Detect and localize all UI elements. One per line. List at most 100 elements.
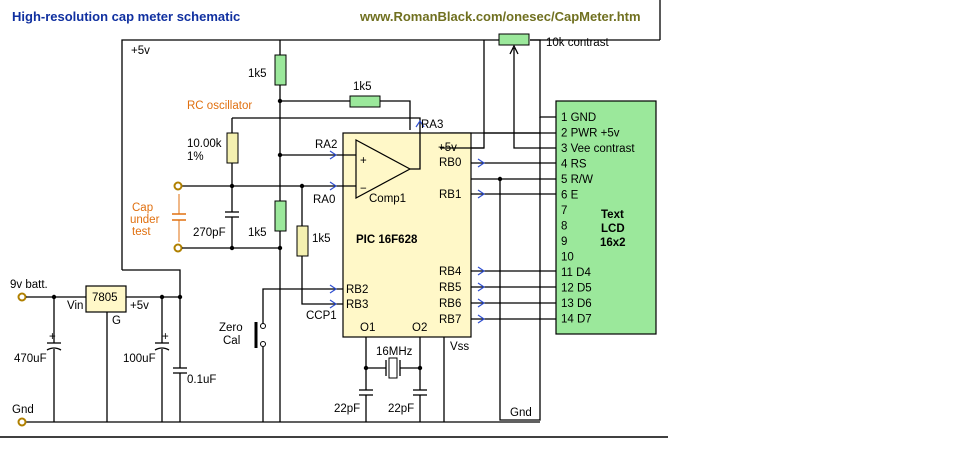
resistor-mid-label: 1k5 <box>248 227 267 239</box>
resistor-ccp <box>296 183 343 305</box>
pin-rb7: RB7 <box>439 314 461 326</box>
ra3-wire <box>232 117 421 130</box>
lcd-pin-label: 11 D4 <box>561 267 591 279</box>
resistor-top-label: 1k5 <box>248 68 267 80</box>
capacitor-470uf: + <box>46 297 62 422</box>
pin-rb0: RB0 <box>439 157 461 169</box>
comparator: + − <box>355 138 412 200</box>
regulator-out-label: +5v <box>130 300 149 312</box>
contrast-potentiometer <box>498 33 556 149</box>
svg-text:+: + <box>49 331 56 343</box>
capacitor-01uf <box>173 297 187 422</box>
pic-name: PIC 16F628 <box>356 234 418 246</box>
ccp1-label: CCP1 <box>306 310 337 322</box>
ground-label-right: Gnd <box>510 407 532 419</box>
lcd-title-2: LCD <box>601 223 625 235</box>
comp-output-wire <box>410 130 421 170</box>
resistor-mid <box>274 200 287 422</box>
zero-cal-button[interactable] <box>254 318 266 422</box>
lcd-pin-label: 12 D5 <box>561 283 592 295</box>
regulator-7805 <box>85 285 127 313</box>
capacitor-270pf-label: 270pF <box>193 227 226 239</box>
zero-cal-label-2: Cal <box>223 335 240 347</box>
test-terminal-bottom[interactable] <box>173 243 183 253</box>
capacitor-470uf-label: 470uF <box>14 353 47 365</box>
capacitor-01uf-label: 0.1uF <box>187 374 216 386</box>
pin-ra0: RA0 <box>313 194 335 206</box>
lcd-pin-label: 14 D7 <box>561 314 592 326</box>
svg-text:+: + <box>360 155 367 167</box>
schematic-title: High-resolution cap meter schematic <box>12 9 240 24</box>
capacitor-270pf <box>182 211 280 251</box>
source-url[interactable]: www.RomanBlack.com/onesec/CapMeter.htm <box>359 9 641 24</box>
ra2-arrow <box>329 150 338 160</box>
vout-wire <box>122 269 181 298</box>
battery-terminal[interactable] <box>17 292 27 302</box>
rb2-arrow <box>329 284 338 294</box>
regulator-g-label: G <box>112 315 121 327</box>
crystal-circuit <box>359 337 445 422</box>
lcd-module <box>555 100 657 335</box>
lcd-pin-label: 1 GND <box>561 112 596 124</box>
svg-text:+: + <box>162 331 169 343</box>
lcd-pin-label: 13 D6 <box>561 298 592 310</box>
lcd-title-1: Text <box>601 209 624 221</box>
cap-under-test <box>172 194 186 242</box>
ra0-arrow <box>329 181 338 191</box>
ground-terminal[interactable] <box>17 417 27 427</box>
pic-lcd-bus <box>440 117 556 421</box>
resistor-precision-tolerance: 1% <box>187 151 204 163</box>
capacitor-22pf-b-label: 22pF <box>388 403 414 415</box>
resistor-precision-label: 10.00k <box>187 138 222 150</box>
pin-rb1: RB1 <box>439 189 461 201</box>
pin-rb5: RB5 <box>439 282 461 294</box>
pin-o1: O1 <box>360 322 375 334</box>
capacitor-22pf-a-label: 22pF <box>334 403 360 415</box>
regulator-vin-label: Vin <box>67 300 83 312</box>
cap-under-test-label-3: test <box>132 226 151 238</box>
rc-oscillator-label: RC oscillator <box>187 100 252 112</box>
vss-label: Vss <box>450 341 469 353</box>
contrast-pot-label: 10k contrast <box>546 37 609 49</box>
lcd-pin-label: 3 Vee contrast <box>561 143 635 155</box>
pin-rb3: RB3 <box>346 299 368 311</box>
crystal-label: 16MHz <box>376 346 413 358</box>
lcd-pin-label: 4 RS <box>561 159 587 171</box>
svg-text:−: − <box>360 183 367 195</box>
cap-under-test-label-2: under <box>130 214 160 226</box>
pin-ra3: RA3 <box>421 119 443 131</box>
ra3-arrow <box>415 119 425 128</box>
resistor-feedback-label: 1k5 <box>353 81 372 93</box>
resistor-precision <box>226 118 239 212</box>
pin-o2: O2 <box>412 322 427 334</box>
cap-under-test-label-1: Cap <box>132 202 153 214</box>
pin-ra2: RA2 <box>315 139 337 151</box>
pin-rb4: RB4 <box>439 266 462 278</box>
lcd-pins: 1 GND 2 PWR +5v 3 Vee contrast 4 RS 5 R/W 6 E… <box>561 112 635 326</box>
capacitor-100uf-label: 100uF <box>123 353 156 365</box>
pin-rb6: RB6 <box>439 298 461 310</box>
capacitor-100uf: + <box>154 297 170 422</box>
lcd-pin-label: 6 E <box>561 190 579 202</box>
comparator-label: Comp1 <box>369 193 406 205</box>
lcd-pin-label: 10 <box>561 252 574 264</box>
lcd-pin-label: 8 <box>561 221 567 233</box>
resistor-top <box>274 54 287 201</box>
lcd-pin-label: 7 <box>561 205 567 217</box>
resistor-feedback <box>280 95 411 130</box>
lcd-pin-label: 5 R/W <box>561 174 593 186</box>
battery-label: 9v batt. <box>10 279 48 291</box>
test-terminal-top[interactable] <box>173 181 183 191</box>
supply-label: +5v <box>131 45 150 57</box>
rb3-arrow <box>329 299 338 309</box>
pin-rb2: RB2 <box>346 284 368 296</box>
rb2-wire <box>262 288 343 318</box>
ground-label-left: Gnd <box>12 404 34 416</box>
lcd-pin-label: 9 <box>561 236 567 248</box>
zero-cal-label-1: Zero <box>219 322 243 334</box>
lcd-pin-label: 2 PWR +5v <box>561 128 620 140</box>
resistor-ccp-label: 1k5 <box>312 233 331 245</box>
lcd-title-3: 16x2 <box>600 237 626 249</box>
regulator-label: 7805 <box>92 292 118 304</box>
